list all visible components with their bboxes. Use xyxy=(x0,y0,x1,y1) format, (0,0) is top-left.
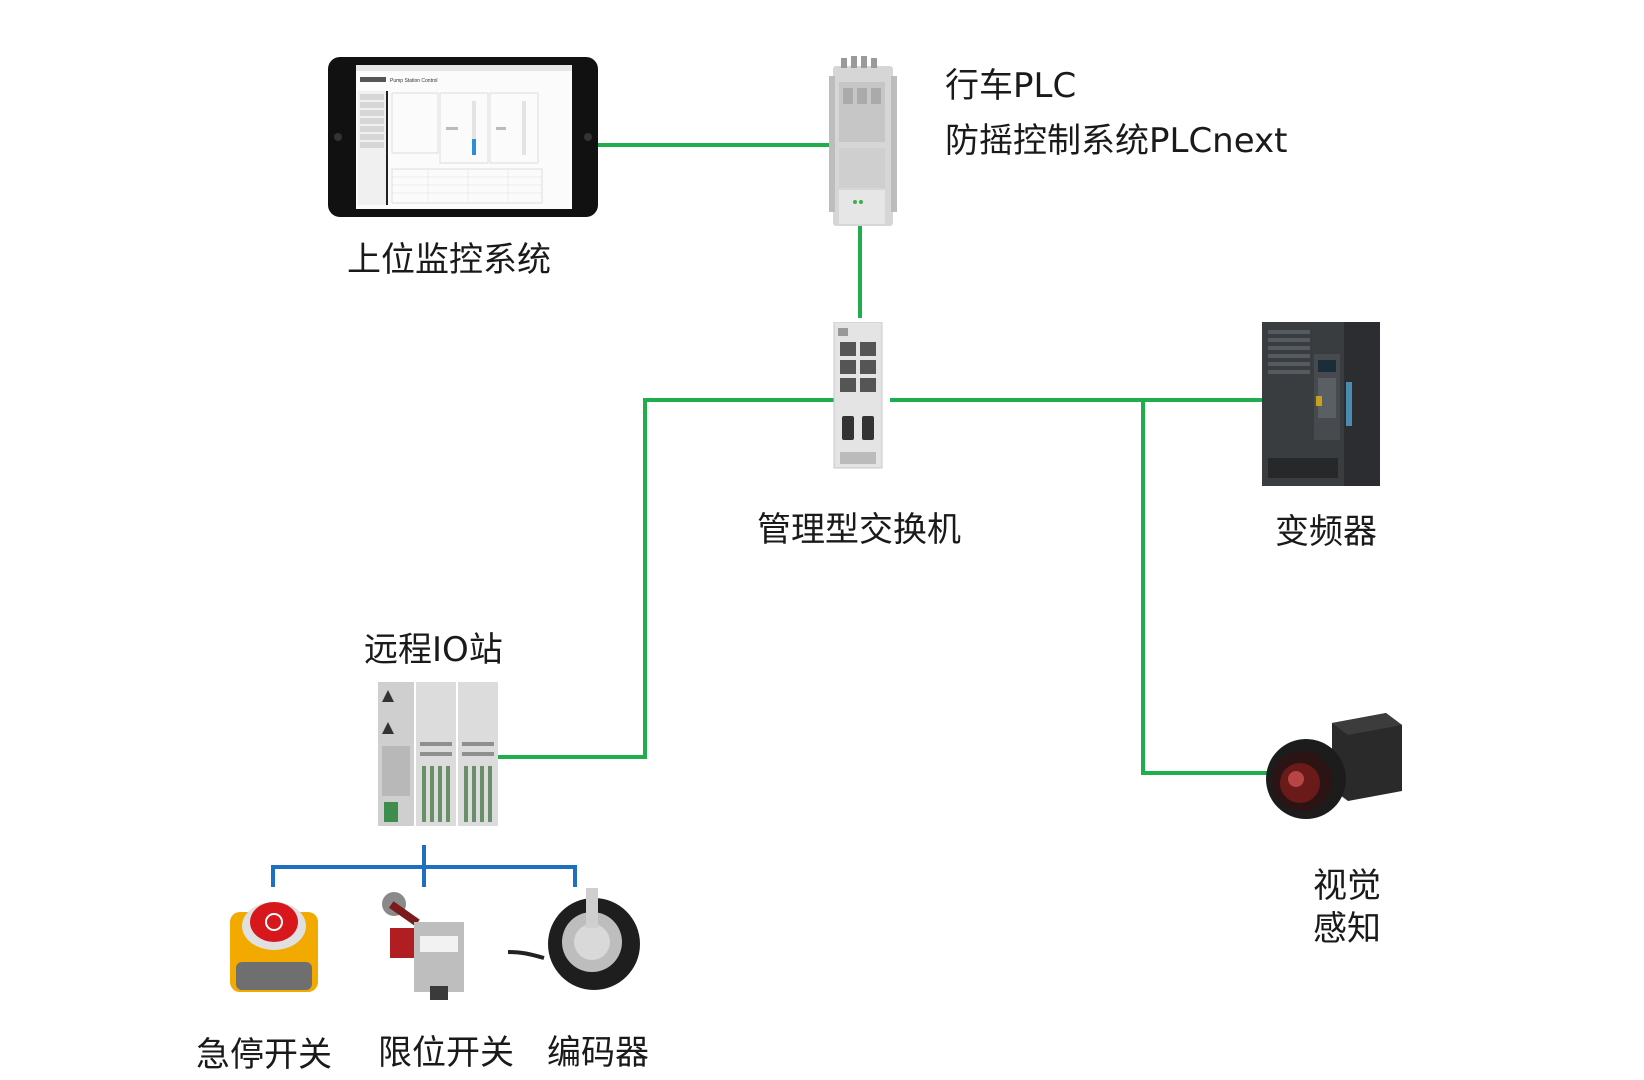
label-vision-line2: 感知 xyxy=(1313,909,1381,949)
plc-controller-image xyxy=(829,56,897,226)
label-plc-line2: 防摇控制系统PLCnext xyxy=(945,121,1288,161)
label-vision-line1: 视觉 xyxy=(1313,866,1381,906)
label-encoder: 编码器 xyxy=(547,1033,649,1073)
emergency-stop-image xyxy=(230,902,318,992)
label-hmi: 上位监控系统 xyxy=(347,240,551,280)
hmi-tablet-image: Pump Station Control xyxy=(328,57,598,217)
limit-switch-image xyxy=(382,892,464,1000)
label-switch: 管理型交换机 xyxy=(757,510,961,550)
link-branch-vision xyxy=(1141,400,1268,775)
vfd-inverter-image xyxy=(1262,322,1380,486)
remote-io-station-image xyxy=(378,682,498,826)
label-limit-switch: 限位开关 xyxy=(378,1033,514,1073)
label-estop: 急停开关 xyxy=(196,1035,332,1075)
label-plc-line1: 行车PLC xyxy=(945,66,1077,106)
link-switch-remote-io xyxy=(498,398,834,759)
managed-switch-image xyxy=(833,322,883,469)
label-vfd: 变频器 xyxy=(1275,512,1377,552)
tablet-app-title: Pump Station Control xyxy=(390,78,438,84)
encoder-image xyxy=(508,888,640,990)
label-remote-io: 远程IO站 xyxy=(364,630,503,670)
vision-camera-image xyxy=(1266,713,1402,819)
